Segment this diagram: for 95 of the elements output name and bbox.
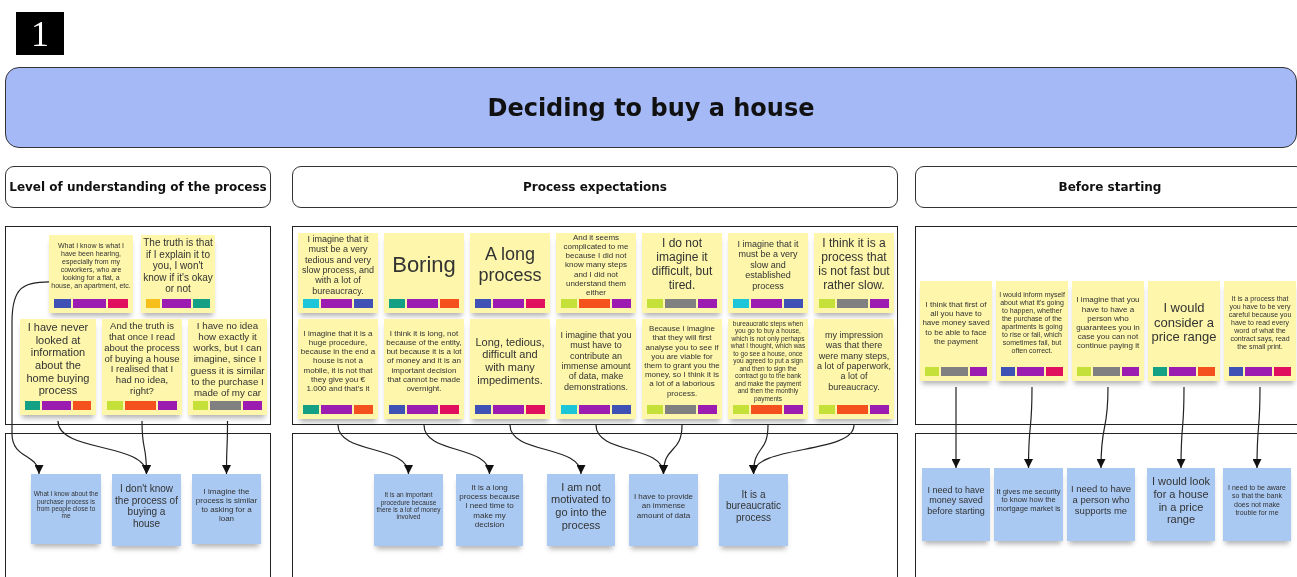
sticky-note	[374, 474, 443, 546]
note-text: I imagine that you have to have a person who guarantees you in case you can not continue paying it	[1075, 294, 1141, 353]
header-text: Before starting	[1058, 180, 1162, 194]
note-text: I think it is long, not because of the entity, but because it is a lot of money and it is an important decision that cannot be made overnight.	[385, 327, 463, 395]
sticky-note	[728, 233, 808, 313]
sticky-note	[192, 474, 261, 544]
column-header	[5, 166, 271, 208]
sticky-note	[920, 281, 992, 381]
sticky-note	[102, 319, 182, 415]
sticky-note	[556, 233, 636, 313]
note-text: I am not motivated to go into the process	[550, 479, 612, 533]
sticky-note	[728, 319, 808, 419]
sticky-note	[470, 319, 550, 419]
note-text: my impression was that there were many steps, a lot of paperwork, a lot of bureaucracy.	[815, 328, 892, 394]
sticky-note	[141, 235, 215, 313]
note-text: Boring	[391, 251, 457, 280]
arrow	[1096, 386, 1109, 469]
sticky-note	[814, 319, 894, 419]
note-text: Long, tedious, difficult and with many impediments.	[474, 334, 546, 388]
header-text: Process expectations	[523, 180, 667, 194]
arrow	[1252, 386, 1262, 469]
sticky-note	[719, 474, 788, 546]
note-text: A long process	[477, 243, 543, 287]
sticky-note	[31, 474, 101, 544]
arrow	[141, 420, 151, 475]
arrow	[659, 424, 683, 475]
note-text: I think it is a process that is not fast but rather slow.	[817, 235, 891, 294]
sticky-note	[49, 235, 133, 313]
note-text: I imagine that it must be a very tedious and very slow process, and with a lot of bureaucracy.	[300, 233, 375, 298]
note-text: I have no idea how exactly it works, but I can imagine, since I guess it is similar to the purchase I made of my car	[189, 319, 266, 400]
arrow	[11, 281, 50, 475]
sticky-note	[1224, 281, 1296, 381]
sticky-note	[470, 233, 550, 313]
note-text: The truth is that if I explain it to you, I won't know if it's okay or not	[142, 236, 214, 297]
sticky-note	[1072, 281, 1144, 381]
sticky-note	[922, 468, 990, 541]
sticky-note	[188, 319, 267, 415]
sticky-note	[996, 281, 1068, 381]
sticky-note	[629, 474, 698, 546]
note-text: It is a long process because I need time to make my decision	[458, 482, 521, 531]
note-text: I imagine that you must have to contribute an immense amount of data, make demonstrations.	[559, 328, 633, 394]
sticky-note	[384, 319, 464, 419]
note-text: And it seems complicated to me because I did not know many steps and I did not understand them either	[562, 233, 630, 299]
note-text: I don't know the process of buying a house	[114, 482, 179, 531]
sticky-note	[298, 319, 378, 419]
column-header	[292, 166, 898, 208]
sticky-note	[814, 233, 894, 313]
note-text: I have to provide an immense amount of data	[632, 491, 695, 522]
sticky-note	[642, 319, 722, 419]
panel-frame	[5, 226, 271, 425]
arrow	[1024, 386, 1034, 469]
sticky-note	[298, 233, 378, 313]
note-text: And the truth is that once I read about the process of buying a house I realised that I had no idea, right?	[103, 319, 181, 399]
arrow	[751, 424, 855, 475]
sticky-note	[456, 474, 523, 546]
arrow	[423, 424, 493, 475]
note-text: I have never looked at information about the home buying process	[25, 320, 91, 399]
sticky-note	[547, 474, 615, 546]
sticky-note	[556, 319, 636, 419]
note-text: I would consider a price range	[1150, 298, 1218, 347]
note-text: I need to have money saved before starting	[926, 484, 986, 518]
note-text: Because I imagine that they will first analyse you to see if you are viable for them to grant you the money, so I think it is a lot of a laborious process.	[643, 323, 721, 400]
sticky-note	[994, 468, 1063, 541]
note-text: I do not imagine it difficult, but tired.	[650, 235, 714, 294]
sticky-note	[1067, 468, 1135, 541]
arrow	[509, 424, 584, 475]
note-text: I need to have a person who supports me	[1069, 482, 1133, 518]
note-text: I imagine that it must be a very slow and established process	[736, 238, 800, 293]
sticky-note	[112, 474, 181, 546]
note-text: I imagine that it is a huge procedure, because in the end a house is not a mobile, it is not that they give you € 1.000 and that's it	[299, 327, 377, 395]
arrow	[222, 420, 231, 475]
panel-frame	[292, 226, 898, 425]
column-header	[915, 166, 1297, 208]
note-text: I imagine the process is similar to asking for a loan	[194, 485, 259, 526]
sticky-note	[1147, 468, 1215, 541]
note-text: I think that first of all you have to have money saved to be able to face the payment	[921, 299, 991, 348]
number-badge	[16, 12, 64, 55]
panel-frame	[915, 226, 1297, 425]
step-number: 1	[31, 12, 49, 55]
title-text: Deciding to buy a house	[487, 93, 815, 122]
header-text: Level of understanding of the process	[9, 180, 267, 194]
sticky-note	[642, 233, 722, 313]
panel-frame	[292, 433, 898, 577]
note-text: I would look for a house in a price range	[1150, 474, 1212, 528]
sticky-note	[1148, 281, 1220, 381]
note-text: It is a bureaucratic process	[725, 487, 782, 525]
arrow	[951, 386, 961, 469]
panel-frame	[5, 433, 271, 577]
sticky-note	[1223, 468, 1291, 541]
sticky-note	[20, 319, 96, 415]
arrow	[1176, 386, 1186, 469]
arrow	[337, 424, 412, 475]
title-banner	[5, 67, 1297, 148]
panel-frame	[915, 433, 1297, 577]
sticky-note	[384, 233, 464, 313]
